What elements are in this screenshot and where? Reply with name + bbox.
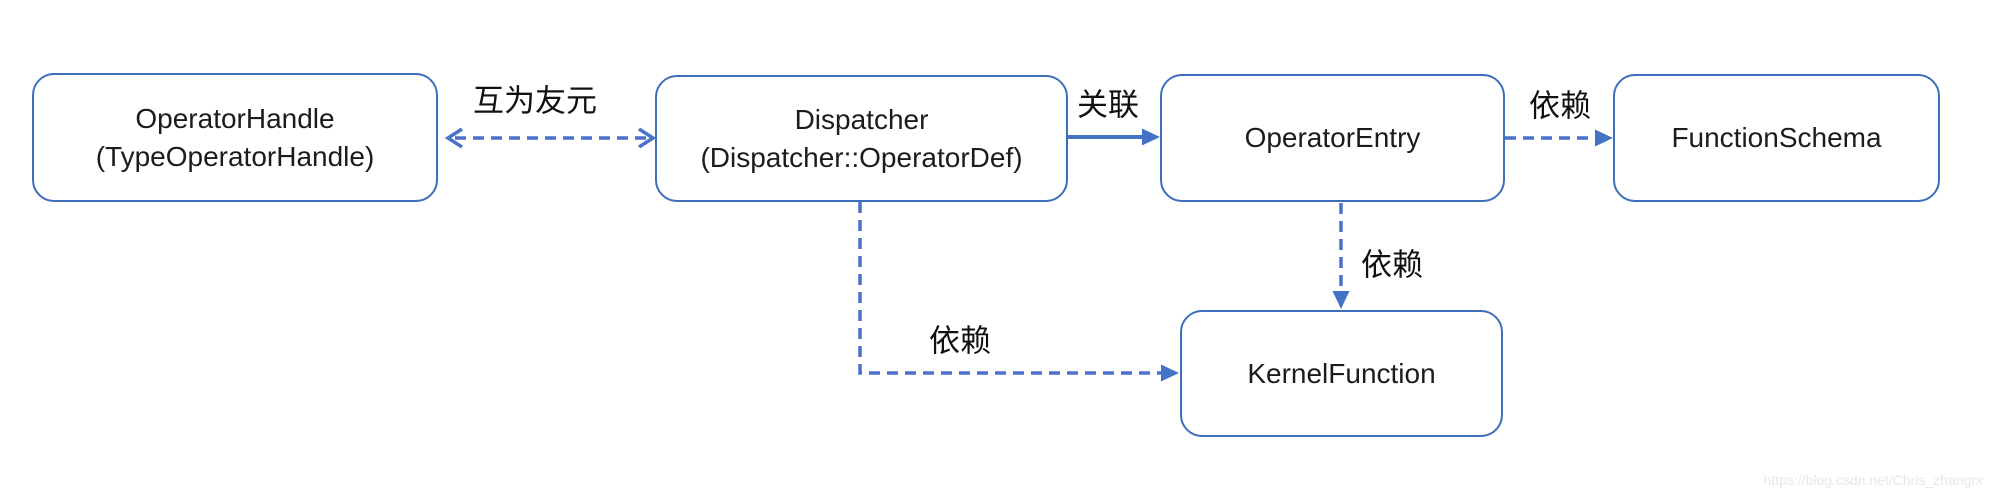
- edge-label-dependency-schema: 依赖: [1529, 88, 1591, 124]
- arrow-dependency-kernel-from-dispatcher: [858, 202, 1179, 382]
- arrow-dependency-kernel-from-dispatcher-line: [858, 202, 1162, 375]
- node-dispatcher-title: Dispatcher: [794, 103, 929, 135]
- node-kernel-function: KernelFunction: [1180, 310, 1503, 437]
- arrow-dependency-kernel-from-entry-head: [1332, 291, 1350, 309]
- arrow-dependency-kernel-from-entry: [1332, 203, 1350, 309]
- node-operator-entry: OperatorEntry: [1160, 74, 1505, 202]
- node-operator-handle-title: OperatorHandle: [135, 102, 335, 134]
- node-dispatcher-subtitle: (Dispatcher::OperatorDef): [700, 141, 1023, 173]
- arrow-dependency-schema: [1505, 129, 1613, 147]
- arrow-mutual-friend-head-left: [444, 127, 463, 149]
- node-dispatcher: Dispatcher (Dispatcher::OperatorDef): [655, 75, 1068, 202]
- arrow-mutual-friend: [444, 127, 657, 149]
- edge-label-dependency-kernel-from-entry: 依赖: [1361, 247, 1423, 283]
- arrow-association: [1068, 128, 1160, 146]
- edge-label-dependency-kernel-from-dispatcher: 依赖: [929, 323, 991, 359]
- node-kernel-function-title: KernelFunction: [1247, 357, 1436, 389]
- watermark-url: https://blog.csdn.net/Chris_zhangrx: [1763, 472, 1983, 488]
- node-function-schema: FunctionSchema: [1613, 74, 1940, 202]
- arrow-association-head: [1142, 128, 1160, 146]
- arrow-dependency-schema-head: [1595, 129, 1613, 147]
- edge-label-mutual-friend: 互为友元: [473, 83, 597, 119]
- arrow-mutual-friend-head-right: [638, 127, 657, 149]
- arrow-dependency-kernel-from-dispatcher-head: [1161, 364, 1179, 382]
- node-operator-handle-subtitle: (TypeOperatorHandle): [95, 140, 375, 172]
- edge-label-association: 关联: [1077, 87, 1139, 123]
- node-function-schema-title: FunctionSchema: [1671, 122, 1882, 153]
- node-operator-handle: OperatorHandle (TypeOperatorHandle): [32, 73, 438, 202]
- node-operator-entry-title: OperatorEntry: [1244, 122, 1421, 153]
